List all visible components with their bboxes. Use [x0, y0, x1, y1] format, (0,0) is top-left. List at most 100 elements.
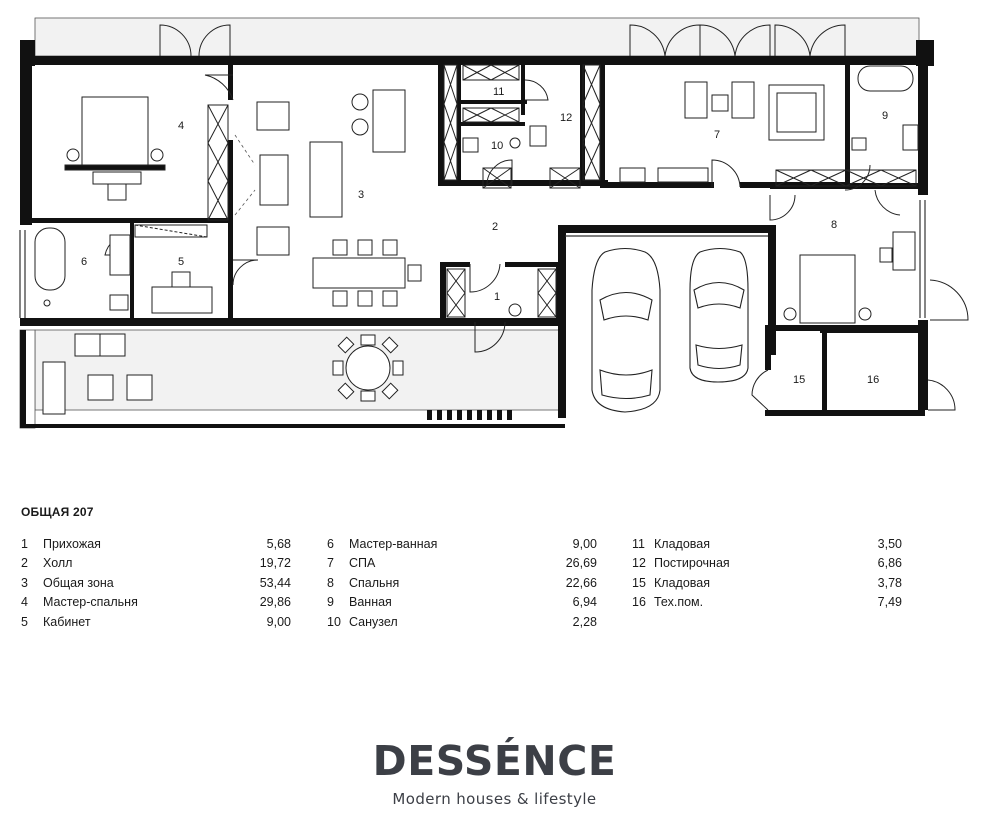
bedroom-bed: [799, 254, 856, 324]
room-area: 29,86: [259, 595, 291, 610]
entrance-steps: [427, 410, 512, 420]
room-name: Кабинет: [43, 614, 91, 629]
brand-name: DESSÉNCE: [372, 737, 617, 785]
room-name: Спальня: [349, 575, 400, 590]
room-label: 2: [492, 221, 498, 233]
room-label: 11: [493, 86, 504, 98]
room-area: 19,72: [259, 556, 291, 571]
room-label: 9: [882, 110, 888, 122]
room-number: 12: [632, 556, 646, 571]
dining-table: [312, 257, 406, 289]
terrace-top-strip: [34, 17, 920, 57]
garage-cars: [591, 247, 749, 413]
room-number: 16: [632, 595, 646, 610]
room-list-column-2: 6 Мастер-ванная 9,00 7 СПА 26,69 8 Спальня 22,…: [327, 536, 597, 633]
room-number: 4: [21, 595, 28, 610]
bathtub: [34, 227, 66, 291]
room-label: 12: [560, 112, 572, 124]
room-label: 5: [178, 256, 184, 268]
total-area: ОБЩАЯ 207: [21, 505, 94, 519]
room-number: 1: [21, 537, 28, 551]
room-label: 10: [491, 140, 503, 152]
room-name: Ванная: [349, 595, 392, 610]
room-name: Тех.пом.: [654, 595, 704, 610]
room-name: Постирочная: [654, 556, 730, 571]
room-number: 8: [327, 575, 334, 590]
room-label: 15: [793, 374, 805, 386]
room-label: 8: [831, 219, 837, 231]
car-left: [591, 247, 661, 413]
room-label: 4: [178, 120, 184, 132]
room-name: Кладовая: [654, 575, 710, 590]
room-area: 22,66: [565, 575, 597, 590]
room-number: 5: [21, 614, 28, 629]
room-area: 26,69: [565, 556, 597, 571]
room-label: 3: [358, 189, 364, 201]
room-row: 4 Мастер-спальня 29,86: [21, 594, 291, 613]
brand-logo: DESSÉNCE Modern houses & lifestyle: [0, 733, 989, 808]
room-number: 3: [21, 575, 28, 590]
room-row: 15 Кладовая 3,78: [632, 575, 902, 594]
room-row: 1 Прихожая 5,68: [21, 536, 291, 555]
brand-tagline: Modern houses & lifestyle: [392, 790, 597, 808]
room-row: 7 СПА 26,69: [327, 555, 597, 574]
room-number: 7: [327, 556, 334, 571]
terrace-table: [345, 345, 391, 391]
terrace-edge: [20, 424, 565, 428]
room-area: 2,28: [572, 614, 597, 629]
room-name: Прихожая: [43, 537, 101, 551]
room-name: Общая зона: [43, 575, 114, 590]
room-area: 9,00: [572, 537, 597, 551]
furniture: [34, 65, 919, 415]
room-area: 5,68: [266, 537, 291, 551]
glazing: [19, 200, 926, 318]
cabinets: [134, 64, 917, 318]
room-area: 6,86: [877, 556, 902, 571]
terrace-chairs: [332, 334, 404, 402]
room-row: 8 Спальня 22,66: [327, 575, 597, 594]
room-row: 12 Постирочная 6,86: [632, 555, 902, 574]
doors: [104, 24, 969, 411]
room-row: 11 Кладовая 3,50: [632, 536, 902, 555]
room-label: 7: [714, 129, 720, 141]
room-area: 7,49: [877, 595, 902, 610]
room-number: 15: [632, 575, 646, 590]
room-area: 3,78: [877, 575, 902, 590]
room-area: 9,00: [266, 614, 291, 629]
room-number: 11: [632, 537, 645, 551]
room-name: Мастер-ванная: [349, 537, 438, 551]
sofa: [309, 141, 343, 218]
room-number: 9: [327, 595, 334, 610]
swing-lines: [234, 134, 256, 216]
room-labels: 1 2 3 4 5 6 7 8 9 10 11 12 15 16: [81, 86, 888, 386]
room-area: 53,44: [259, 575, 291, 590]
room-row: 9 Ванная 6,94: [327, 594, 597, 613]
study-desk: [151, 286, 213, 314]
room-row: 3 Общая зона 53,44: [21, 575, 291, 594]
room-name: Мастер-спальня: [43, 595, 138, 610]
room-number: 10: [327, 614, 341, 629]
room-area: 6,94: [572, 595, 597, 610]
room-row: 6 Мастер-ванная 9,00: [327, 536, 597, 555]
floor-plan: 1 2 3 4 5 6 7 8 9 10 11 12 15 16: [19, 17, 969, 429]
master-bed: [81, 96, 149, 166]
room-list-column-1: 1 Прихожая 5,68 2 Холл 19,72 3 Общая зона 53,4…: [21, 536, 291, 633]
room-label: 16: [867, 374, 879, 386]
room-area: 3,50: [877, 537, 902, 551]
room-label: 6: [81, 256, 87, 268]
room-number: 6: [327, 537, 334, 551]
room-row: 10 Санузел 2,28: [327, 614, 597, 633]
room-name: Холл: [43, 556, 73, 571]
room-row: 5 Кабинет 9,00: [21, 614, 291, 633]
room-row: 2 Холл 19,72: [21, 555, 291, 574]
room-label: 1: [494, 291, 500, 303]
total-value: 207: [73, 505, 94, 519]
room-row: 16 Тех.пом. 7,49: [632, 594, 902, 613]
car-right: [689, 247, 749, 383]
room-name: Санузел: [349, 614, 398, 629]
room-number: 2: [21, 556, 28, 571]
room-name: СПА: [349, 556, 376, 571]
total-label: ОБЩАЯ: [21, 505, 70, 519]
room-name: Кладовая: [654, 537, 710, 551]
